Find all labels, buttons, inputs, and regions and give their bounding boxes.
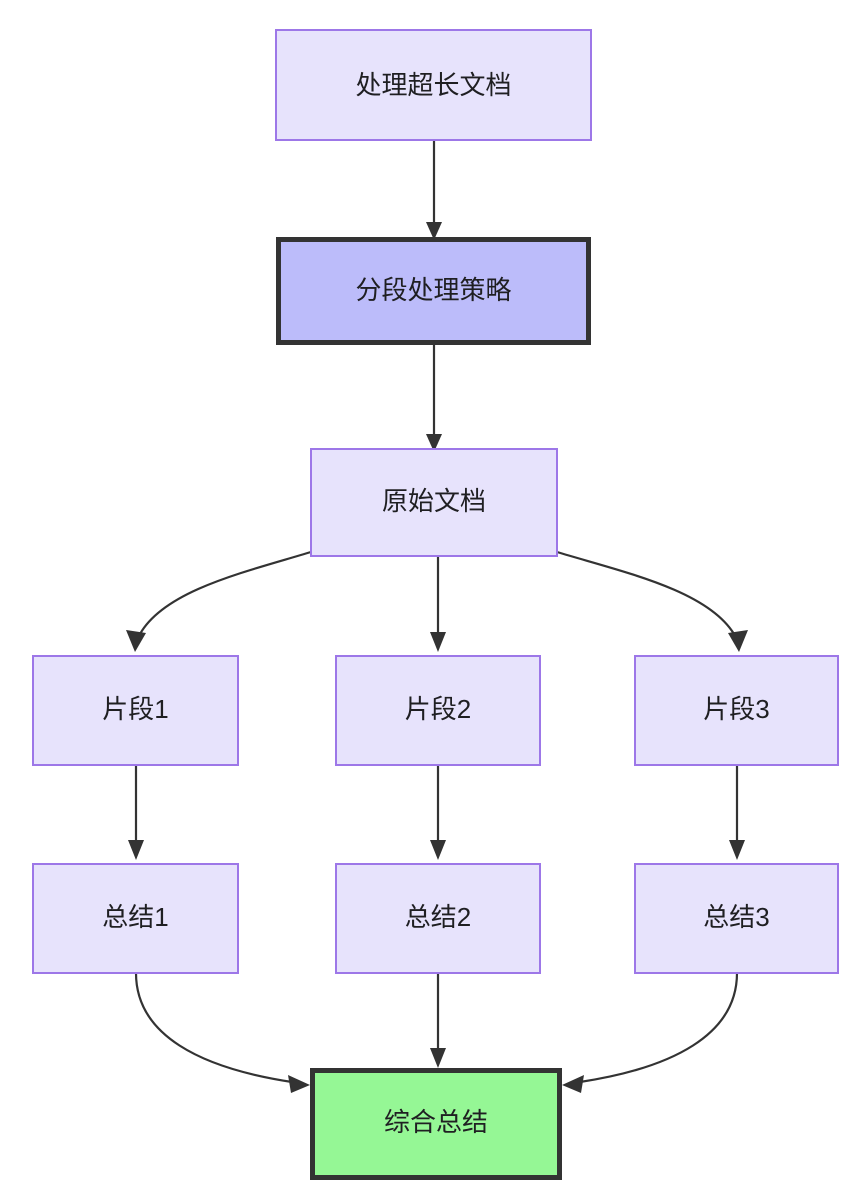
- node-summary-1[interactable]: 总结1: [32, 863, 239, 974]
- node-label: 处理超长文档: [355, 70, 511, 100]
- edge-n3-f2: [430, 556, 446, 652]
- node-label: 总结2: [405, 902, 471, 932]
- node-layer: 处理超长文档 分段处理策略 原始文档 片段1 片段2 片段3: [32, 29, 839, 1180]
- node-label: 原始文档: [382, 486, 486, 516]
- node-summary-3[interactable]: 总结3: [634, 863, 839, 974]
- edge-f3-s3: [729, 765, 745, 860]
- node-label: 片段3: [703, 694, 769, 724]
- node-label: 片段1: [102, 694, 168, 724]
- node-original-document[interactable]: 原始文档: [310, 448, 558, 557]
- node-fragment-1[interactable]: 片段1: [32, 655, 239, 766]
- node-label: 片段2: [405, 694, 471, 724]
- node-label: 总结1: [102, 902, 168, 932]
- node-fragment-3[interactable]: 片段3: [634, 655, 839, 766]
- edge-n1-n2: [426, 140, 442, 240]
- node-label: 综合总结: [384, 1107, 488, 1137]
- node-fragment-2[interactable]: 片段2: [335, 655, 541, 766]
- edge-s2-final: [430, 973, 446, 1068]
- node-label: 分段处理策略: [355, 275, 511, 305]
- node-label: 总结3: [703, 902, 769, 932]
- edge-n2-n3: [426, 345, 442, 452]
- edge-s3-final: [562, 972, 739, 1093]
- node-summary-2[interactable]: 总结2: [335, 863, 541, 974]
- edge-n3-f3: [556, 550, 748, 652]
- node-comprehensive-summary[interactable]: 综合总结: [310, 1068, 562, 1180]
- edge-s1-final: [134, 972, 310, 1093]
- node-chunking-strategy[interactable]: 分段处理策略: [276, 237, 591, 345]
- node-process-long-document[interactable]: 处理超长文档: [275, 29, 592, 141]
- edge-layer: [126, 140, 748, 1093]
- edge-f1-s1: [128, 765, 144, 860]
- edge-n3-f1: [126, 550, 312, 652]
- edge-f2-s2: [430, 765, 446, 860]
